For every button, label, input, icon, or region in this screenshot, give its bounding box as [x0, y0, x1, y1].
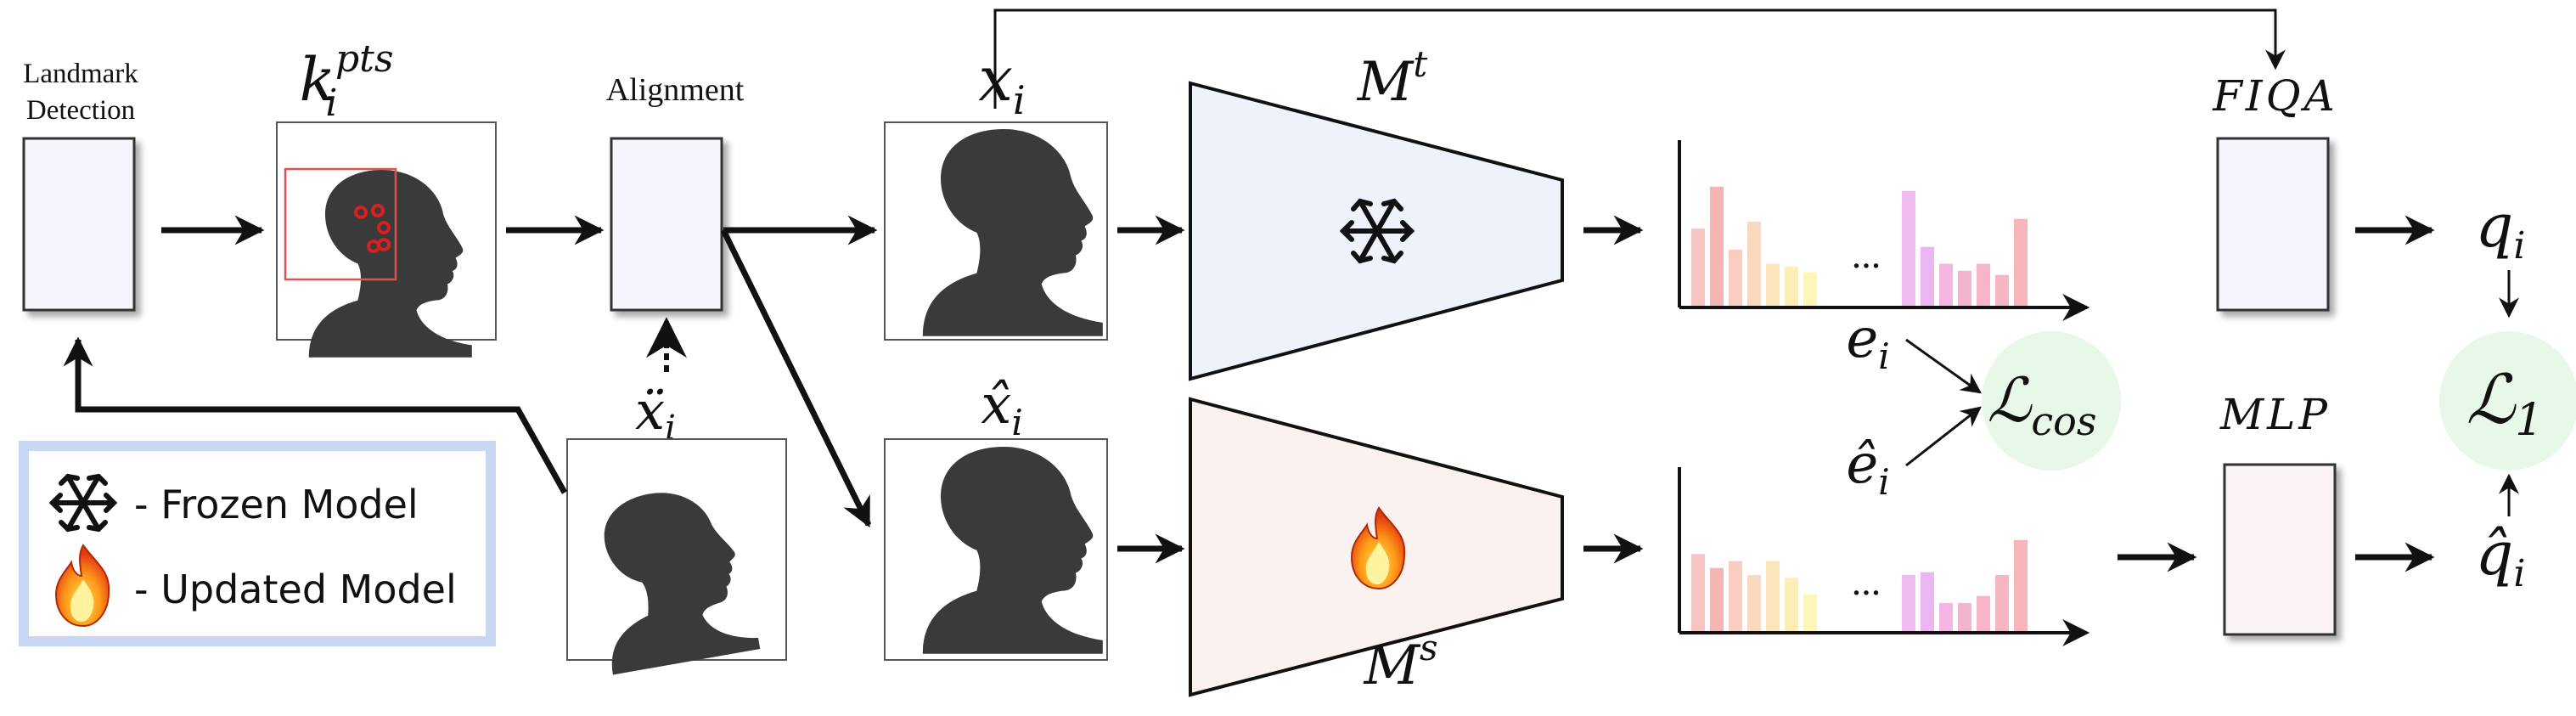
landmark-points	[354, 204, 391, 253]
teacher-embedding-bar	[2014, 218, 2028, 306]
flame-icon	[1350, 506, 1406, 590]
loss-1-label: ℒ1	[2466, 360, 2544, 446]
student-embedding-bar	[1691, 554, 1705, 631]
teacher-embedding-bar	[1691, 228, 1705, 306]
e-hat-label: êi	[1846, 433, 1889, 503]
fiqa-box	[2216, 137, 2330, 312]
teacher-embedding-ellipsis: ...	[1852, 233, 1881, 276]
mlp-box	[2223, 463, 2337, 636]
teacher-embedding-bar	[1803, 272, 1817, 306]
teacher-embedding-bar	[1977, 263, 1990, 306]
snowflake-icon	[1339, 198, 1415, 264]
student-embedding-bar	[1710, 567, 1724, 631]
legend: - Frozen Model - Updated Model	[19, 441, 496, 646]
teacher-embedding-bar	[1995, 274, 2009, 306]
student-embedding-bar	[1729, 561, 1742, 631]
teacher-embedding: ...	[1678, 140, 2090, 321]
student-embedding-bar	[1977, 595, 1990, 631]
e-label: ei	[1846, 307, 1889, 377]
teacher-model-label: Mt	[1357, 43, 1428, 114]
teacher-embedding-bar	[1921, 246, 1934, 306]
teacher-embedding-bar	[1766, 263, 1780, 306]
student-embedding-ellipsis: ...	[1852, 560, 1881, 603]
teacher-embedding-bar	[1729, 250, 1742, 306]
legend-updated-text: - Updated Model	[134, 567, 457, 612]
q-hat-label: q̂i	[2476, 519, 2526, 595]
mlp-label: MLP	[2219, 390, 2331, 439]
arrow-raw-to-landmark-detection	[63, 336, 568, 494]
student-embedding-bar	[1939, 603, 1953, 631]
teacher-embedding-bar	[1939, 263, 1953, 306]
loss-1-circle	[2439, 331, 2576, 471]
student-embedding-bar	[1747, 575, 1761, 631]
q-label: qi	[2476, 191, 2526, 268]
student-embedding-bar	[1902, 575, 1915, 631]
alignment-label: Alignment	[606, 72, 745, 108]
student-embedding-bar	[1785, 578, 1798, 631]
teacher-embedding-bar	[1958, 270, 1971, 306]
alignment-box	[610, 137, 723, 312]
x-ddot-label: ẍi	[635, 380, 676, 448]
landmark-detection-label-line2: Detection	[26, 95, 135, 126]
x-label: xi	[978, 43, 1025, 123]
legend-snowflake-icon	[48, 473, 118, 533]
teacher-embedding-bar	[1902, 190, 1915, 306]
arrow-e-hat-to-loss-cos	[1905, 406, 1982, 467]
arrow-alignment-to-x-hat	[720, 228, 872, 528]
loss-cos-label: ℒcos	[1988, 364, 2097, 444]
teacher-embedding-bar	[1710, 186, 1724, 306]
legend-frozen-text: - Frozen Model	[134, 482, 419, 527]
landmark-detection-label-line1: Landmark	[23, 59, 138, 89]
teacher-embedding-bar	[1747, 222, 1761, 306]
arrow-x-to-fiqa	[993, 8, 2286, 109]
face-bounding-box	[284, 167, 397, 281]
student-embedding-bar	[1921, 572, 1934, 631]
teacher-embedding-bar	[1785, 266, 1798, 306]
loss-cos-circle	[1982, 331, 2121, 471]
student-embedding-bar	[1803, 595, 1817, 631]
student-embedding-bar	[1995, 575, 2009, 631]
student-embedding-bar	[1958, 603, 1971, 631]
student-embedding-bar	[2014, 539, 2028, 631]
landmark-detection-box	[22, 137, 136, 312]
student-embedding: ...	[1678, 467, 2090, 646]
student-embedding-bar	[1766, 561, 1780, 631]
arrow-e-to-loss-cos	[1905, 338, 1982, 394]
fiqa-label: FIQA	[2212, 71, 2338, 121]
legend-flame-icon	[54, 544, 110, 628]
x-hat-label: x̂i	[981, 374, 1023, 443]
